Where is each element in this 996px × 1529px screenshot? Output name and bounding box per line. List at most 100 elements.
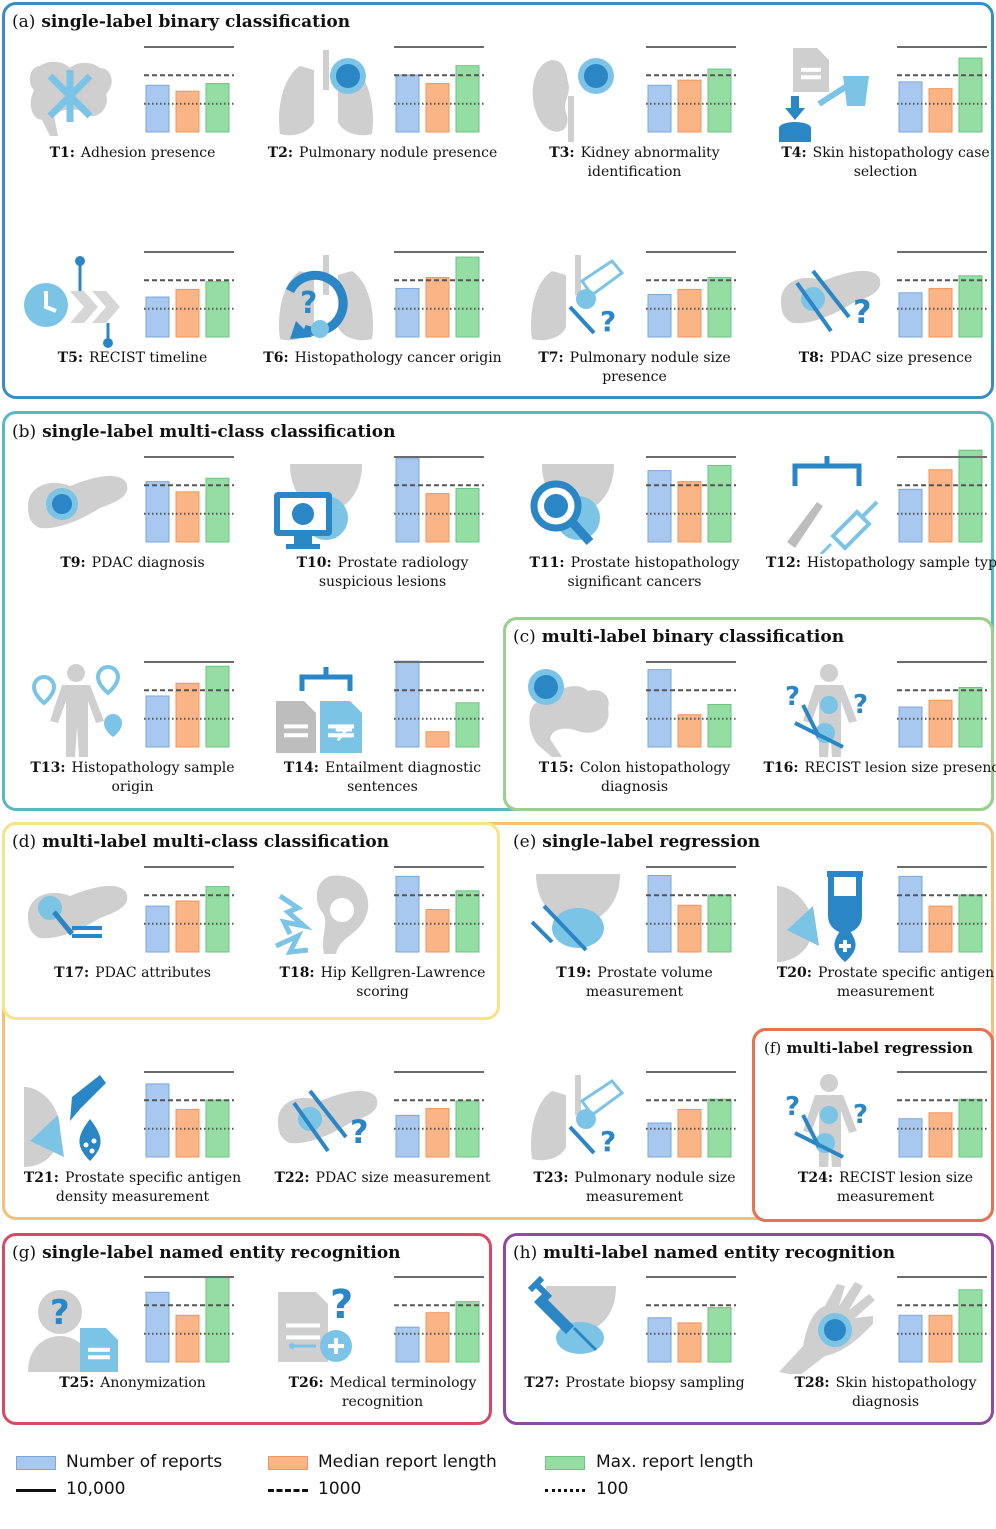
bar-2 <box>205 83 230 133</box>
bar-2 <box>455 65 480 133</box>
bar-1 <box>928 469 953 543</box>
task-id: T12: <box>765 555 801 571</box>
task-name: Kidney abnormality identification <box>580 145 720 180</box>
prostate-syringe-icon <box>527 1276 616 1354</box>
task-3: T3:Kidney abnormality identification <box>512 42 757 217</box>
panel-g-title-text: single-label named entity recognition <box>42 1243 401 1263</box>
bar-0 <box>395 875 420 953</box>
task-1-bar-chart <box>144 46 234 133</box>
task-name: PDAC size presence <box>830 350 973 366</box>
panel-e-title-text: single-label regression <box>542 832 761 852</box>
bar-0 <box>647 294 672 338</box>
task-1-label: T1:Adhesion presence <box>10 144 255 163</box>
bar-2 <box>958 57 983 133</box>
task-name: PDAC size measurement <box>315 1170 491 1186</box>
task-12-label: T12:Histopathology sample type <box>763 554 996 573</box>
task-16: ??T16:RECIST lesion size presence <box>763 657 996 832</box>
task-10-label: T10:Prostate radiology suspicious lesion… <box>260 554 505 592</box>
pancreas-ruler-icon: ? <box>278 1089 378 1153</box>
task-id: T11: <box>529 555 565 571</box>
task-id: T16: <box>763 760 799 776</box>
lung-ruler-icon: ? <box>530 255 625 341</box>
task-id: T27: <box>524 1375 560 1391</box>
task-name: Pulmonary nodule size measurement <box>574 1170 736 1205</box>
task-17: T17:PDAC attributes <box>10 862 255 1037</box>
legend-swatch-max <box>545 1456 585 1470</box>
task-id: T4: <box>781 145 807 161</box>
task-name: Hip Kellgren-Lawrence scoring <box>320 965 486 1000</box>
task-name: Histopathology sample origin <box>71 760 235 795</box>
task-18-label: T18:Hip Kellgren-Lawrence scoring <box>260 964 505 1002</box>
task-name: PDAC attributes <box>95 965 211 981</box>
svg-text:?: ? <box>600 305 616 338</box>
svg-text:?: ? <box>853 1100 868 1130</box>
task-id: T5: <box>57 350 83 366</box>
panel-f-label: (f) <box>764 1039 782 1057</box>
bar-1 <box>175 900 200 953</box>
task-3-label: T3:Kidney abnormality identification <box>512 144 757 182</box>
kidney-icon <box>532 58 614 142</box>
prostate-magnifier-icon <box>530 464 614 546</box>
task-10: T10:Prostate radiology suspicious lesion… <box>260 452 505 627</box>
task-5: T5:RECIST timeline <box>10 247 255 422</box>
legend-label-reports: Number of reports <box>66 1452 223 1472</box>
document-question-icon: ? <box>278 1282 353 1362</box>
task-name: RECIST lesion size presence <box>804 760 996 776</box>
task-22: ?T22:PDAC size measurement <box>260 1067 505 1242</box>
task-25: ? T25:Anonymization <box>10 1272 255 1447</box>
task-25-label: T25:Anonymization <box>10 1374 255 1393</box>
bar-2 <box>958 275 983 338</box>
panel-d-label: (d) <box>12 832 37 852</box>
task-5-label: T5:RECIST timeline <box>10 349 255 368</box>
task-name: Pulmonary nodule presence <box>299 145 498 161</box>
task-17-bar-chart <box>144 866 234 953</box>
task-21-label: T21:Prostate specific antigen density me… <box>10 1169 255 1207</box>
svg-text:≠: ≠ <box>333 718 355 748</box>
bar-2 <box>958 687 983 748</box>
bar-0 <box>145 296 170 338</box>
bar-1 <box>425 493 450 543</box>
panel-c-label: (c) <box>513 627 536 647</box>
task-15-bar-chart <box>646 661 736 748</box>
panel-b-title: (b) single-label multi-class classificat… <box>12 422 395 442</box>
bar-1 <box>677 481 702 543</box>
svg-text:?: ? <box>50 1293 70 1333</box>
svg-text:?: ? <box>300 286 317 321</box>
task-1: T1:Adhesion presence <box>10 42 255 217</box>
task-26-bar-chart <box>394 1276 484 1363</box>
bar-0 <box>898 875 923 953</box>
task-21-bar-chart <box>144 1071 234 1158</box>
prostate-ruler-icon <box>530 874 620 952</box>
task-28-label: T28:Skin histopathology diagnosis <box>763 1374 996 1412</box>
blood-density-icon <box>24 1075 106 1167</box>
task-id: T8: <box>798 350 825 366</box>
task-11-bar-chart <box>646 456 736 543</box>
bar-1 <box>677 714 702 748</box>
panel-h-title: (h) multi-label named entity recognition <box>513 1243 895 1263</box>
panel-a-title: (a) single-label binary classification <box>12 12 350 32</box>
task-name: Adhesion presence <box>80 145 216 161</box>
bar-0 <box>898 1314 923 1363</box>
task-4: T4: Skin histopathology case selection <box>763 42 996 217</box>
svg-text:?: ? <box>330 1282 353 1328</box>
bar-0 <box>647 84 672 133</box>
legend-line-dotted <box>545 1489 585 1492</box>
panel-d-title: (d) multi-label multi-class classificati… <box>12 832 389 852</box>
bar-1 <box>425 83 450 133</box>
task-id: T23: <box>533 1170 569 1186</box>
task-28: T28:Skin histopathology diagnosis <box>763 1272 996 1447</box>
task-8-label: T8: PDAC size presence <box>763 349 996 368</box>
task-name: Anonymization <box>100 1375 206 1391</box>
task-17-label: T17:PDAC attributes <box>10 964 255 983</box>
svg-text:?: ? <box>350 1113 369 1151</box>
bar-1 <box>928 288 953 338</box>
panel-b-label: (b) <box>12 422 37 442</box>
task-name: Skin histopathology case selection <box>812 145 990 180</box>
blood-test-icon <box>777 871 863 962</box>
task-18: T18:Hip Kellgren-Lawrence scoring <box>260 862 505 1037</box>
legend-swatch-median <box>268 1456 308 1470</box>
bar-2 <box>455 890 480 953</box>
bar-2 <box>707 465 732 543</box>
task-12: T12:Histopathology sample type <box>763 449 996 627</box>
bar-0 <box>647 669 672 748</box>
